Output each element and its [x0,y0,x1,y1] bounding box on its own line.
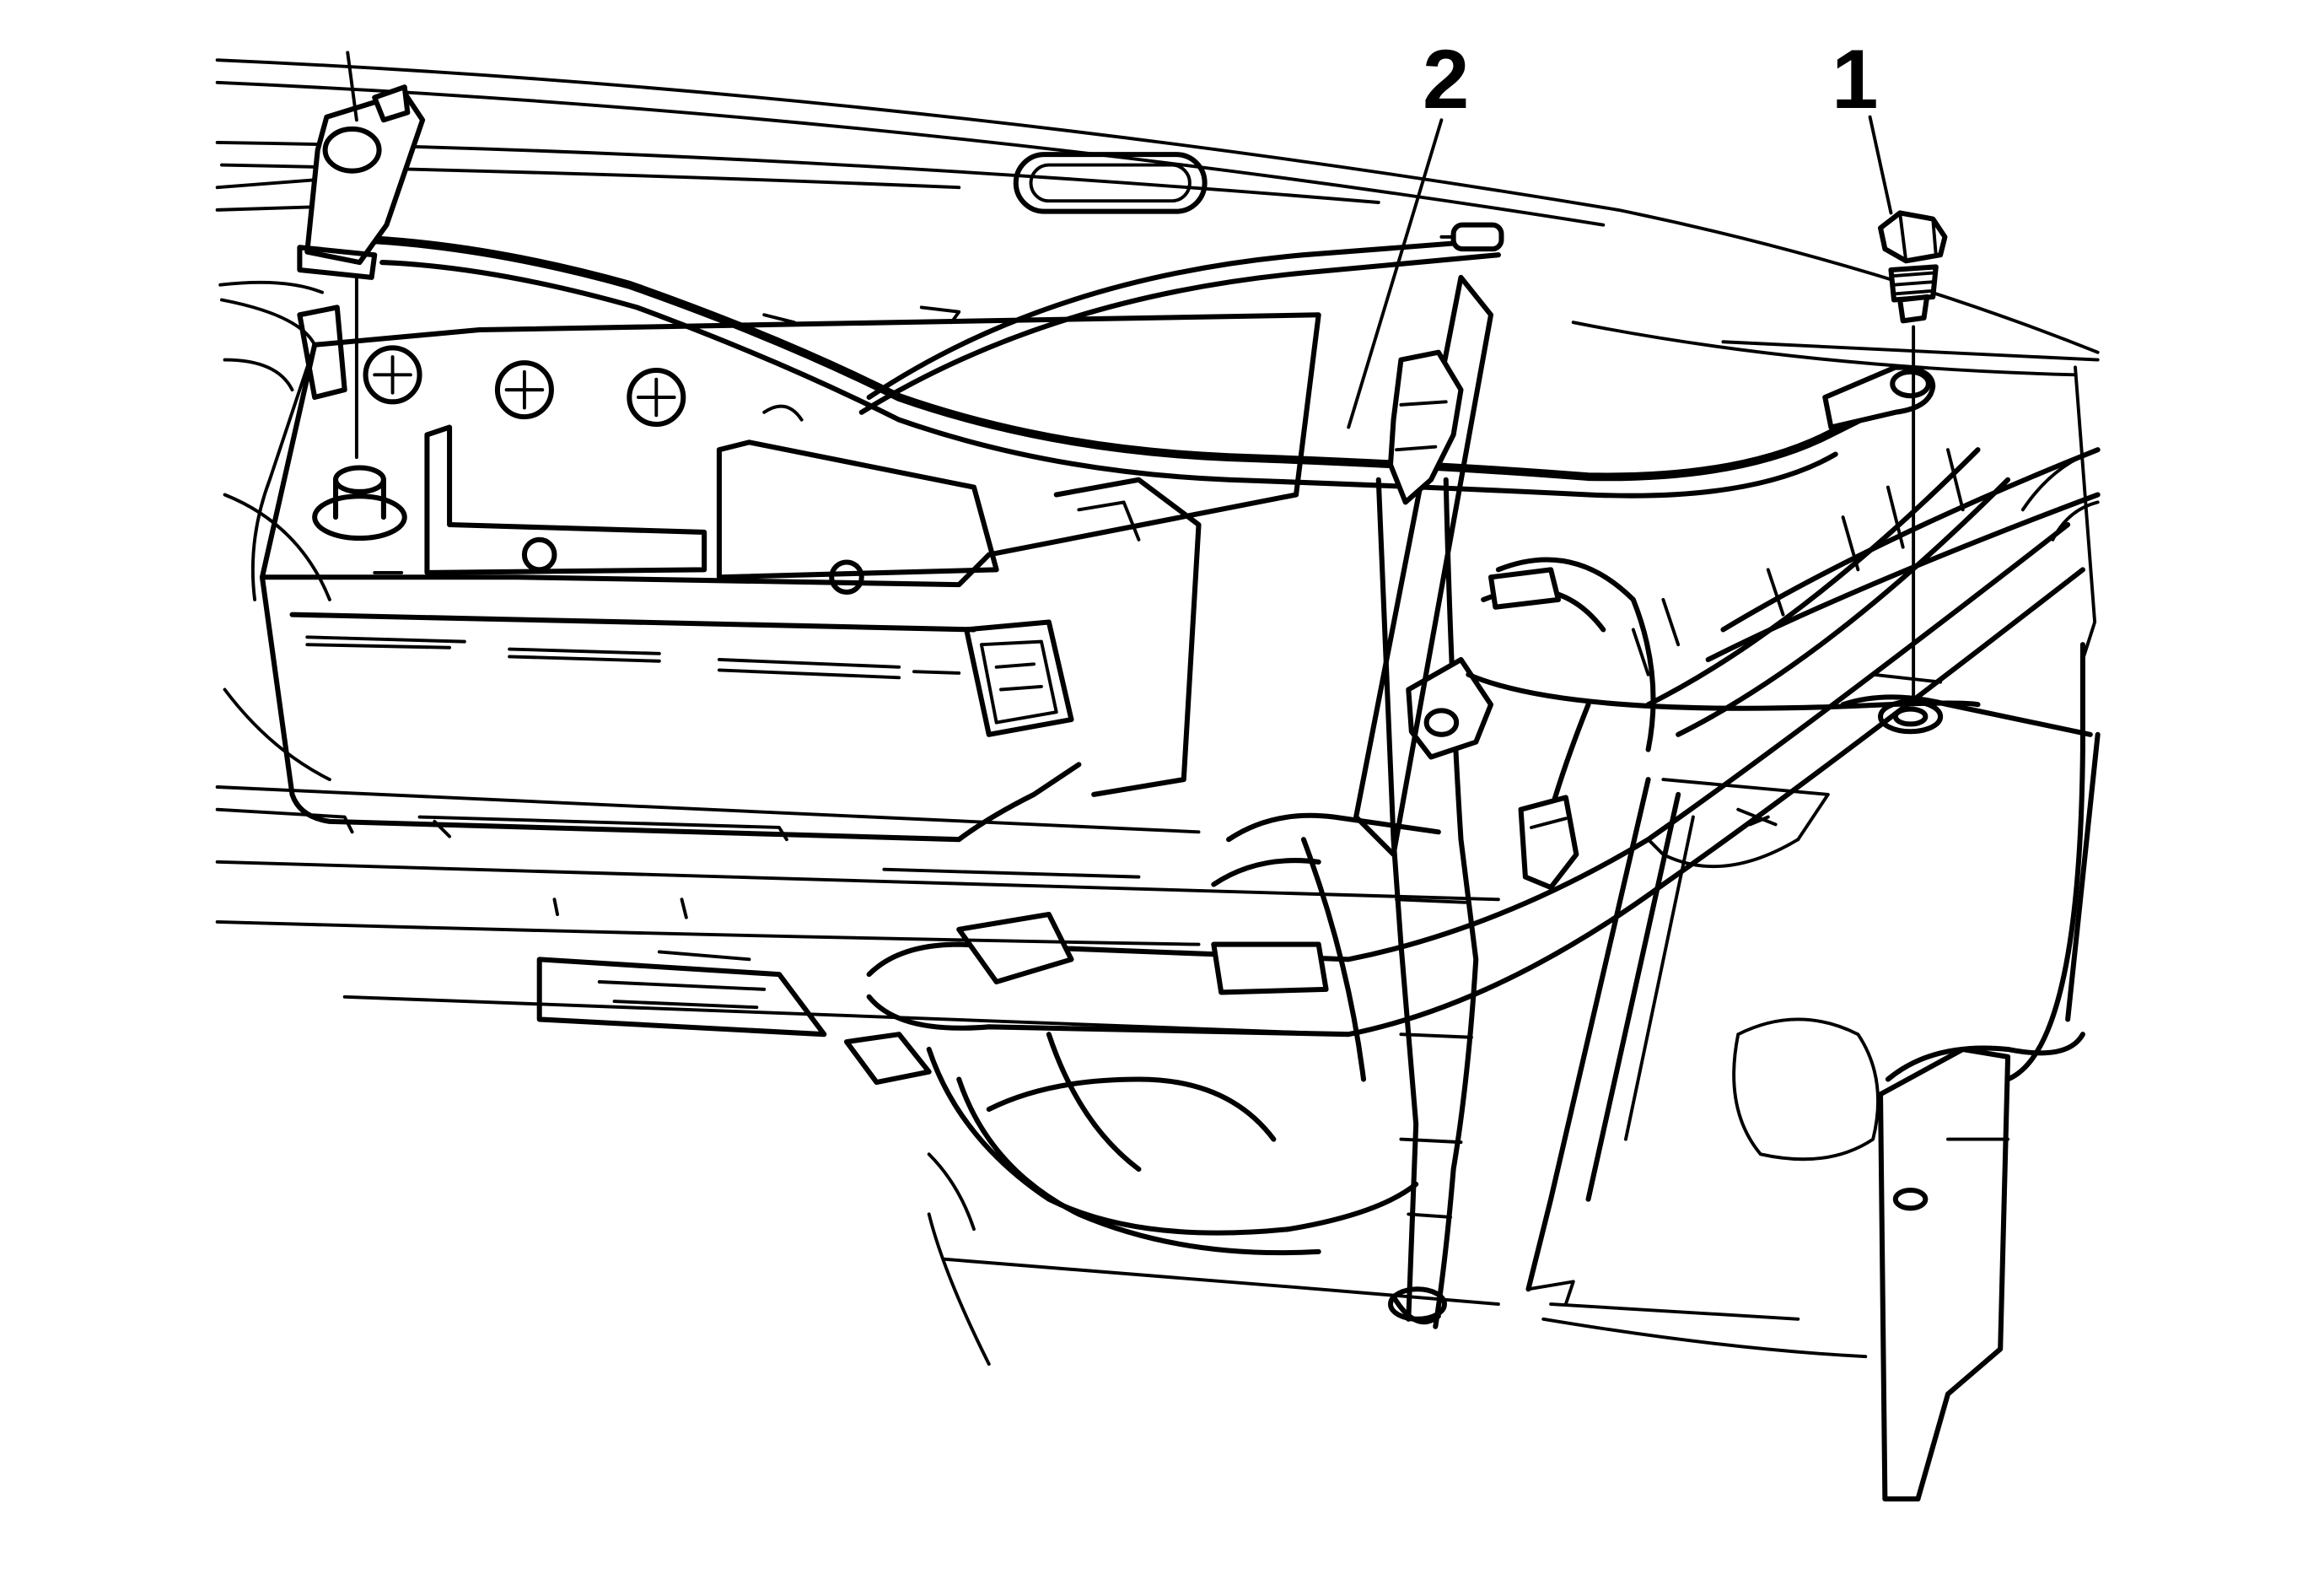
fender-apron [1466,448,2101,1502]
harness-connector [1518,795,1579,891]
callout-2: 2 [1347,33,1469,429]
radiator-support [215,778,1830,1037]
negative-battery-post [312,465,407,574]
harness-connector [1406,656,1494,760]
harness-connector [956,912,1074,985]
battery [259,305,1321,843]
cable-clip-retainer [1353,274,1494,857]
harness-connector [1211,941,1329,995]
wire-connector [1439,222,1504,252]
left-wheelhouse [220,298,1500,1366]
ground-ring-terminal [1822,364,1936,430]
harness-connector [1488,567,1562,610]
callout-2-label: 2 [1423,33,1469,127]
battery-cap [627,367,686,428]
harness-connector [843,1032,932,1086]
negative-battery-cable [370,235,1892,499]
callout-1: 1 [1832,33,1893,215]
lower-bracket [536,950,827,1038]
terminal-guide-line-top [346,51,358,122]
battery-cap [494,360,554,420]
callout-1-label: 1 [1832,33,1878,127]
callout-2-leader [1347,118,1444,429]
fuse-block [964,477,1202,797]
callout-1-leader [1868,115,1893,215]
battery-cap [363,345,422,405]
battery-terminal-clamp [297,84,426,280]
ground-bolt [1878,210,1948,324]
wiring-harness [866,447,2101,1329]
hood-slot [1013,152,1208,214]
